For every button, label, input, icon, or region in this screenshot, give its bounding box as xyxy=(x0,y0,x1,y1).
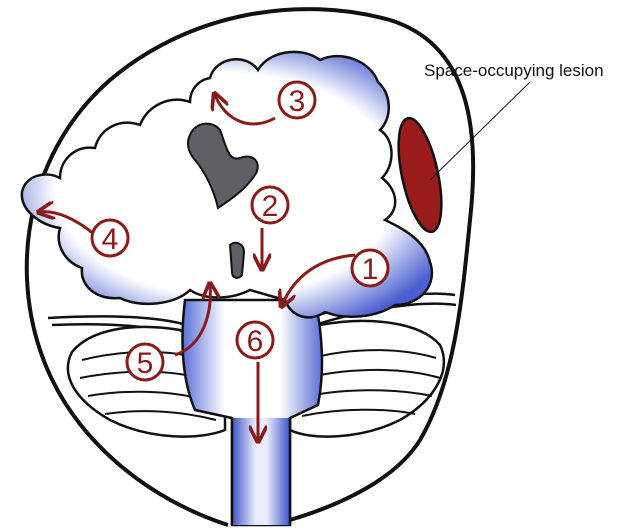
third-ventricle xyxy=(230,243,244,278)
svg-text:1: 1 xyxy=(362,253,379,286)
marker-6: 6 xyxy=(237,322,273,358)
annotation-pointer xyxy=(430,82,530,180)
svg-text:3: 3 xyxy=(289,85,306,118)
svg-text:2: 2 xyxy=(262,190,279,223)
marker-5: 5 xyxy=(127,344,163,380)
svg-text:5: 5 xyxy=(137,347,154,380)
svg-text:4: 4 xyxy=(102,223,119,256)
space-occupying-lesion xyxy=(390,115,449,236)
marker-1: 1 xyxy=(352,250,388,286)
marker-3: 3 xyxy=(279,82,315,118)
svg-text:6: 6 xyxy=(247,325,264,358)
marker-2: 2 xyxy=(252,187,288,223)
spinal-cord xyxy=(232,418,290,525)
annotation-label: Space-occupying lesion xyxy=(424,61,604,80)
marker-4: 4 xyxy=(92,220,128,256)
